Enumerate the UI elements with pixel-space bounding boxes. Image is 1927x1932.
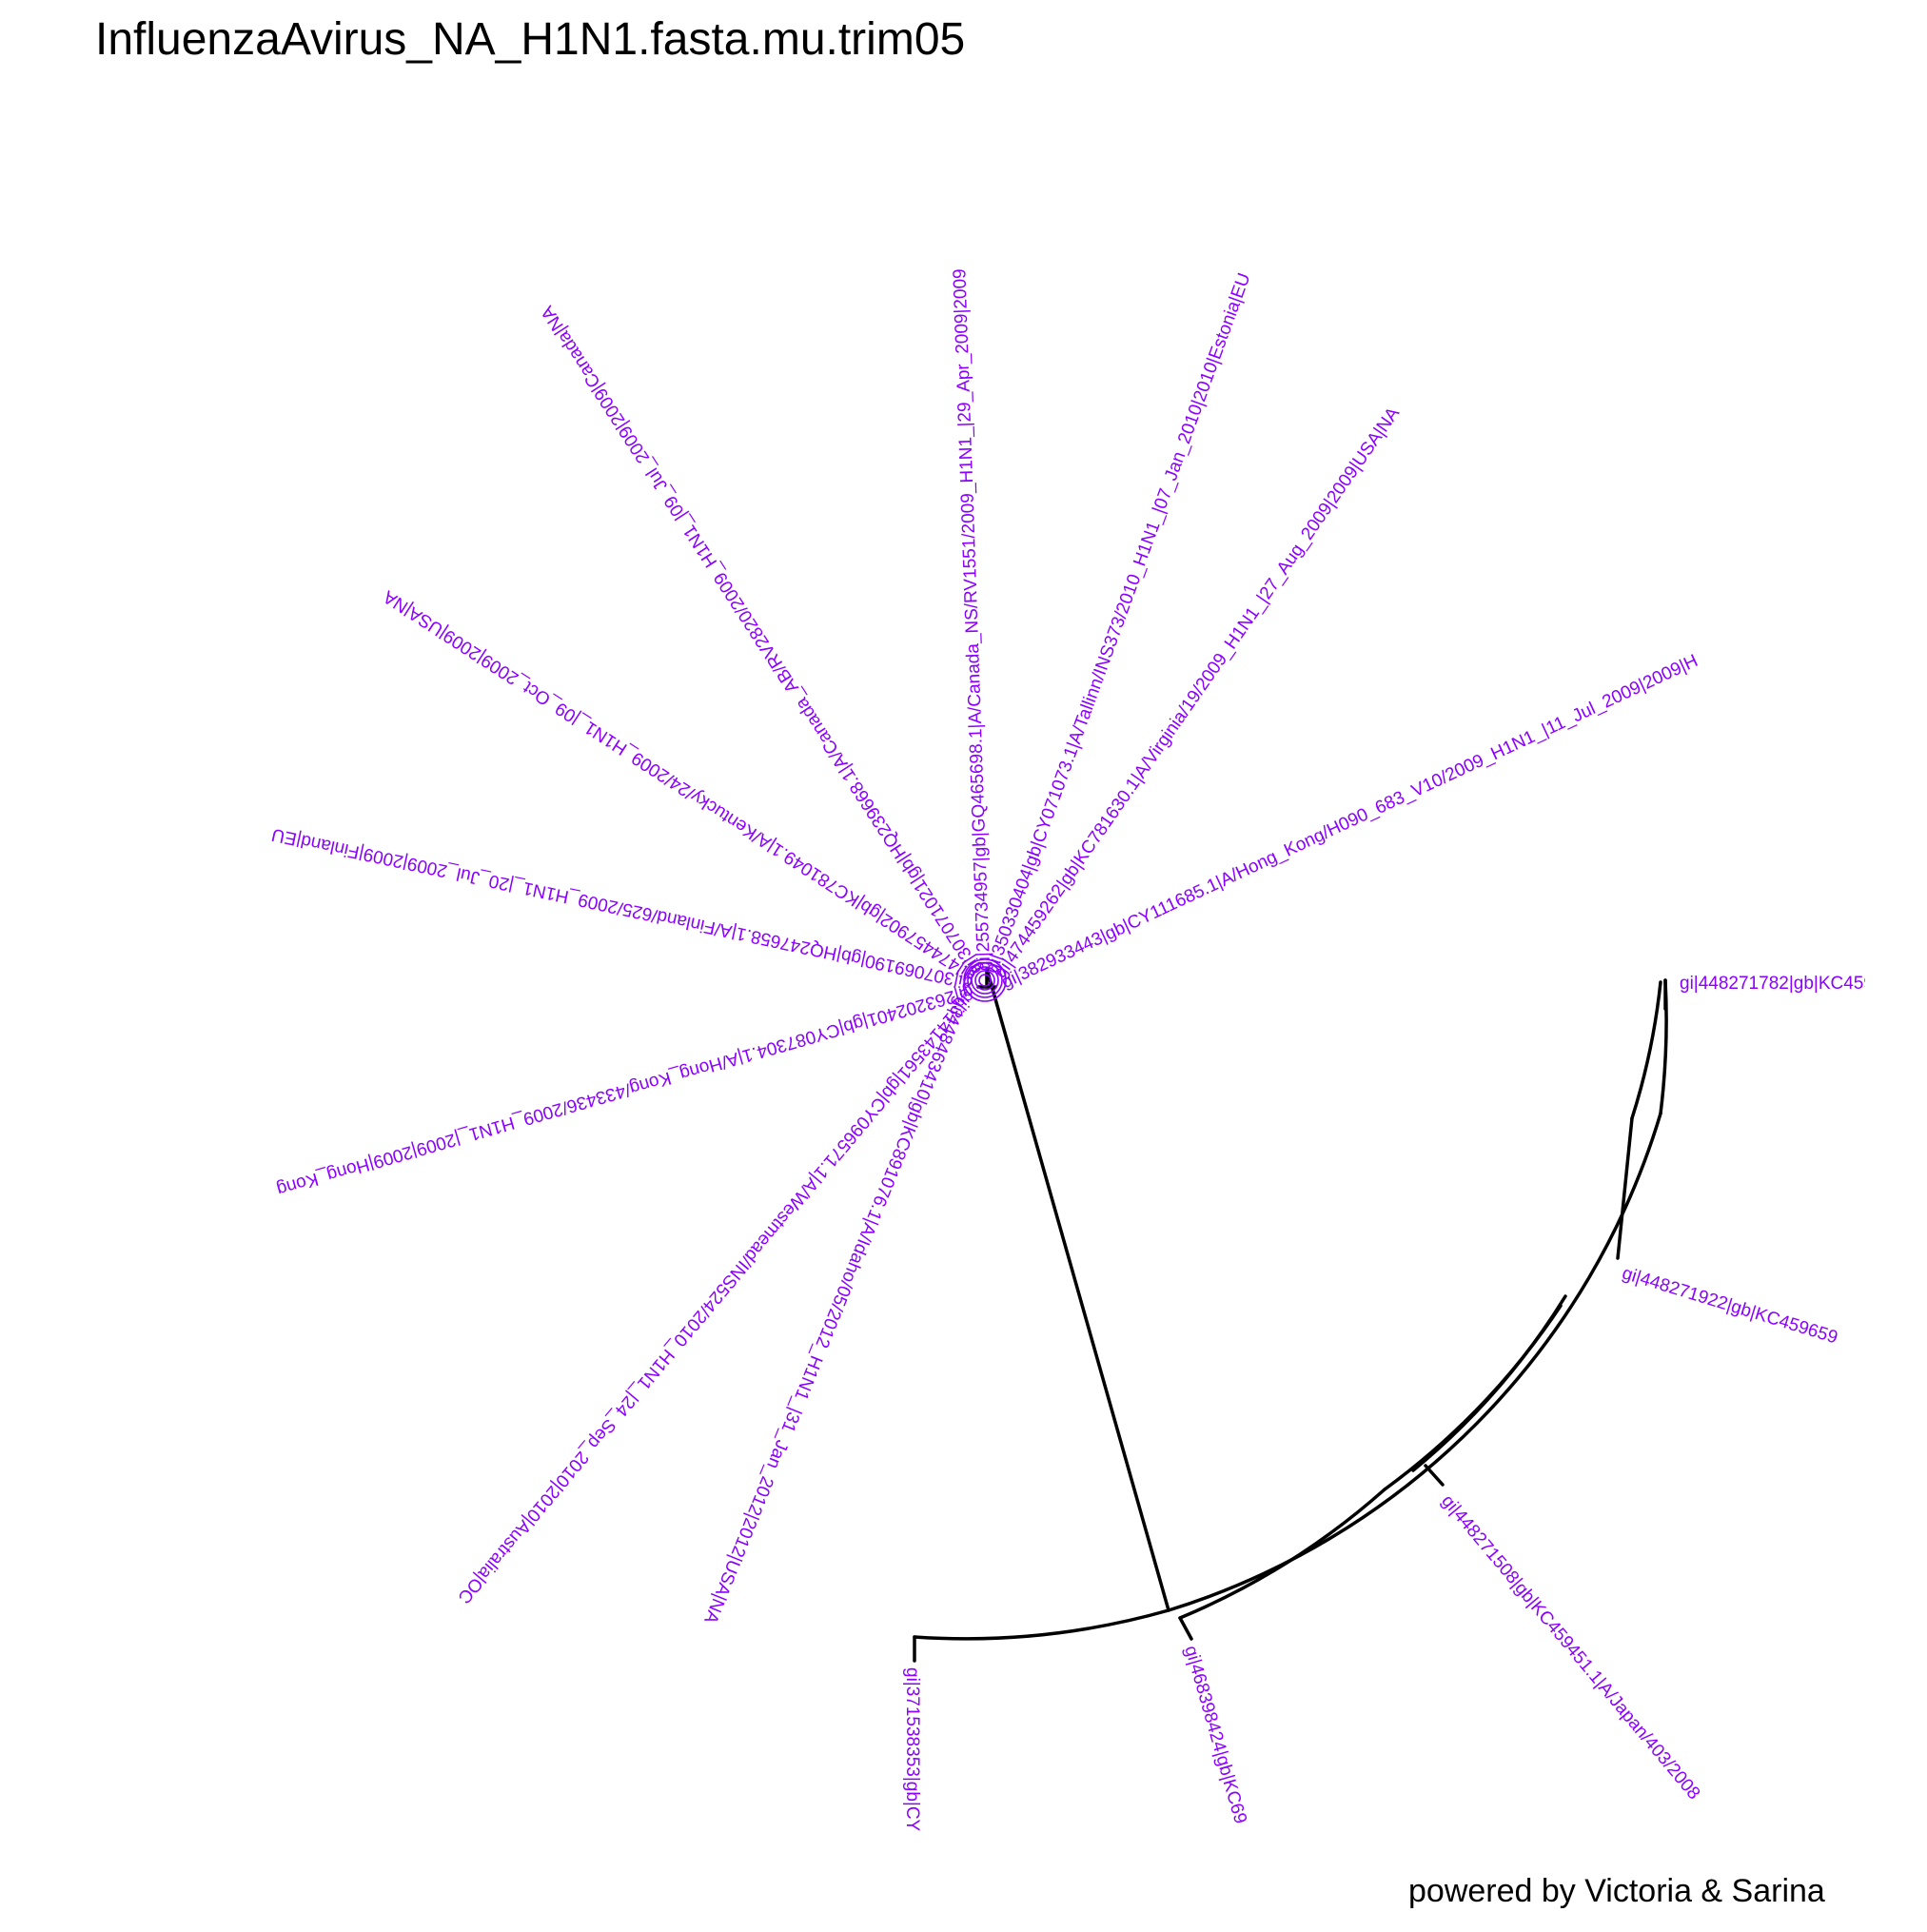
clade-arc-inner-2: [1383, 1304, 1563, 1491]
figure-title: InfluenzaAvirus_NA_H1N1.fasta.mu.trim05: [95, 14, 966, 65]
root-branch: [985, 967, 1170, 1612]
tip-branch-2: [1616, 1116, 1634, 1260]
tip-label-7: gi|314143561|gb|CY096571.1|A/Westmead/IN…: [454, 987, 979, 1607]
tip-label-11: gi|307071021|gb|HQ239668.1|A/Canada_AB/R…: [538, 302, 987, 978]
clade-arc-inner-3: [1411, 1294, 1567, 1472]
hub-ring-4: [967, 962, 1003, 998]
root-arc: [913, 1608, 1170, 1641]
tip-label-3: gi|448271508|gb|KC459451.1|A/Japan/403/2…: [1437, 1491, 1703, 1804]
hub-ring-3: [971, 966, 999, 995]
star-hub: [963, 958, 1007, 1002]
clade-arc-outer: [1167, 1112, 1662, 1612]
tip-label-6: gi|448463410|gb|KC891076.1|A/Idaho/05/20…: [699, 994, 971, 1626]
hub-ring-2: [974, 970, 995, 991]
tip-label-13: gi|350330404|gb|CY071073.1|A/Tallinn/INS…: [982, 270, 1255, 976]
tip-branch-3: [1424, 1464, 1445, 1487]
tip-branch-4: [1178, 1616, 1193, 1641]
hub-ring-5: [963, 958, 1007, 1002]
tip-label-8: gi|263202401|gb|CY087304.1|A/Hong_Kong/4…: [274, 980, 975, 1199]
tip-label-2: gi|448271922|gb|KC459659: [1620, 1263, 1839, 1348]
tip-label-5: gi|371538353|gb|CY: [902, 1667, 922, 1832]
clade-arc-sub: [1630, 980, 1662, 1120]
credit-text: powered by Victoria & Sarina: [1408, 1873, 1825, 1909]
hub-ring-1: [978, 974, 992, 987]
tip-label-1: gi|448271782|gb|KC45979: [1680, 974, 1894, 994]
clade-arc-inner-1: [1178, 1488, 1386, 1620]
tip-label-4: gi|468398424|gb|KC69: [1180, 1644, 1249, 1826]
tip-label-12: gi|255734957|gb|GQ465698.1|A/Canada_NS/R…: [950, 268, 994, 971]
tree-branches: [913, 967, 1668, 1663]
